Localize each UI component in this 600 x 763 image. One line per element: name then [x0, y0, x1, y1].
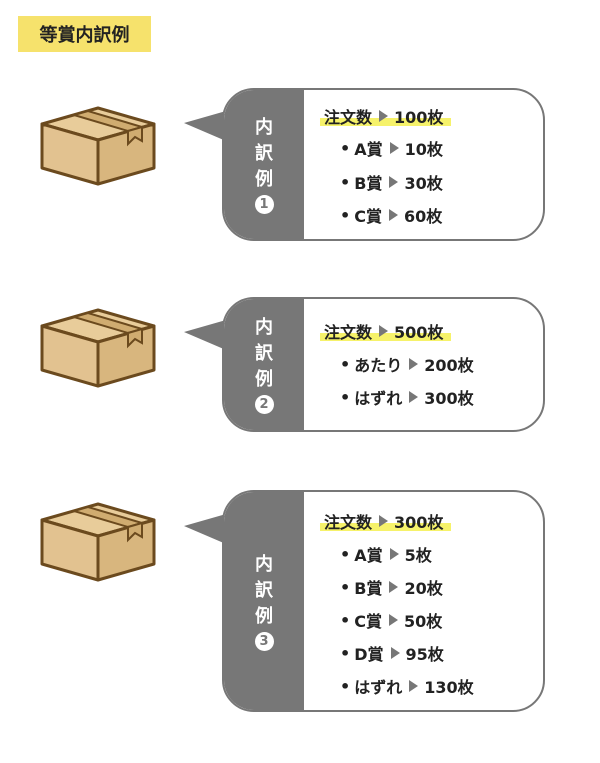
breakdown-bubble-1: 内 訳 例 1 注文数 100枚 •A賞 10枚 •B賞 30枚 •C賞 60枚 — [222, 88, 545, 241]
play-arrow-icon — [409, 680, 419, 692]
play-arrow-icon — [409, 358, 419, 370]
tab-char: 訳 — [255, 579, 273, 601]
item-value: 10枚 — [404, 140, 443, 159]
item-label: はずれ — [354, 389, 403, 408]
list-item: •D賞 95枚 — [340, 641, 444, 665]
item-value: 300枚 — [424, 389, 474, 408]
cardboard-box-icon — [40, 502, 156, 582]
total-label: 注文数 — [324, 108, 373, 127]
item-label: はずれ — [354, 678, 403, 697]
total-value: 300枚 — [394, 513, 444, 532]
tab-char: 訳 — [255, 343, 273, 364]
item-label: C賞 — [354, 612, 382, 631]
play-arrow-icon — [388, 209, 398, 221]
example-tab: 内 訳 例 3 — [224, 492, 304, 710]
list-item: •B賞 30枚 — [340, 170, 443, 194]
item-value: 130枚 — [424, 678, 474, 697]
cardboard-box-icon — [40, 106, 156, 186]
bubble-tail — [184, 514, 226, 544]
item-value: 20枚 — [404, 579, 443, 598]
example-tab: 内 訳 例 1 — [224, 90, 304, 239]
item-value: 95枚 — [405, 645, 444, 664]
list-item: •A賞 10枚 — [340, 136, 443, 160]
total-row: 注文数 100枚 — [320, 104, 452, 128]
tab-char: 例 — [255, 605, 273, 627]
tab-char: 内 — [255, 317, 273, 338]
tab-char: 例 — [255, 369, 273, 390]
play-arrow-icon — [389, 176, 399, 188]
item-label: B賞 — [354, 579, 383, 598]
item-value: 200枚 — [424, 356, 474, 375]
list-item: •A賞 5枚 — [340, 542, 432, 566]
play-arrow-icon — [388, 614, 398, 626]
item-value: 50枚 — [403, 612, 443, 631]
page-title: 等賞内訳例 — [18, 16, 151, 52]
list-item: •あたり 200枚 — [340, 352, 474, 376]
total-row: 注文数 500枚 — [320, 319, 452, 343]
item-value: 5枚 — [404, 546, 432, 565]
breakdown-bubble-3: 内 訳 例 3 注文数 300枚 •A賞 5枚 •B賞 20枚 •C賞 50枚 … — [222, 490, 545, 712]
item-label: B賞 — [354, 174, 383, 193]
total-value: 500枚 — [394, 323, 444, 342]
tab-char: 内 — [255, 553, 273, 575]
total-row: 注文数 300枚 — [320, 509, 452, 533]
breakdown-bubble-2: 内 訳 例 2 注文数 500枚 •あたり 200枚 •はずれ 300枚 — [222, 297, 545, 432]
total-value: 100枚 — [394, 108, 444, 127]
tab-char: 訳 — [255, 143, 273, 164]
item-value: 30枚 — [404, 174, 443, 193]
example-number-badge: 1 — [254, 195, 274, 214]
play-arrow-icon — [379, 515, 389, 527]
item-value: 60枚 — [403, 207, 443, 226]
tab-char: 例 — [255, 169, 273, 190]
bubble-tail — [184, 111, 226, 141]
item-label: C賞 — [354, 207, 382, 226]
bubble-tail — [184, 320, 226, 350]
play-arrow-icon — [409, 391, 419, 403]
tab-char: 内 — [255, 117, 273, 138]
list-item: •C賞 50枚 — [340, 608, 442, 632]
item-label: D賞 — [354, 645, 384, 664]
example-number-badge: 3 — [254, 631, 274, 651]
item-label: あたり — [354, 356, 403, 375]
item-label: A賞 — [354, 546, 383, 565]
play-arrow-icon — [389, 548, 399, 560]
example-tab: 内 訳 例 2 — [224, 299, 304, 430]
list-item: •はずれ 130枚 — [340, 674, 474, 698]
list-item: •はずれ 300枚 — [340, 385, 474, 409]
play-arrow-icon — [379, 110, 389, 122]
list-item: •C賞 60枚 — [340, 203, 442, 227]
play-arrow-icon — [379, 325, 389, 337]
item-label: A賞 — [354, 140, 383, 159]
cardboard-box-icon — [40, 308, 156, 388]
total-label: 注文数 — [324, 323, 373, 342]
play-arrow-icon — [389, 581, 399, 593]
list-item: •B賞 20枚 — [340, 575, 443, 599]
play-arrow-icon — [389, 142, 399, 154]
total-label: 注文数 — [324, 513, 373, 532]
play-arrow-icon — [390, 647, 400, 659]
example-number-badge: 2 — [254, 395, 274, 414]
